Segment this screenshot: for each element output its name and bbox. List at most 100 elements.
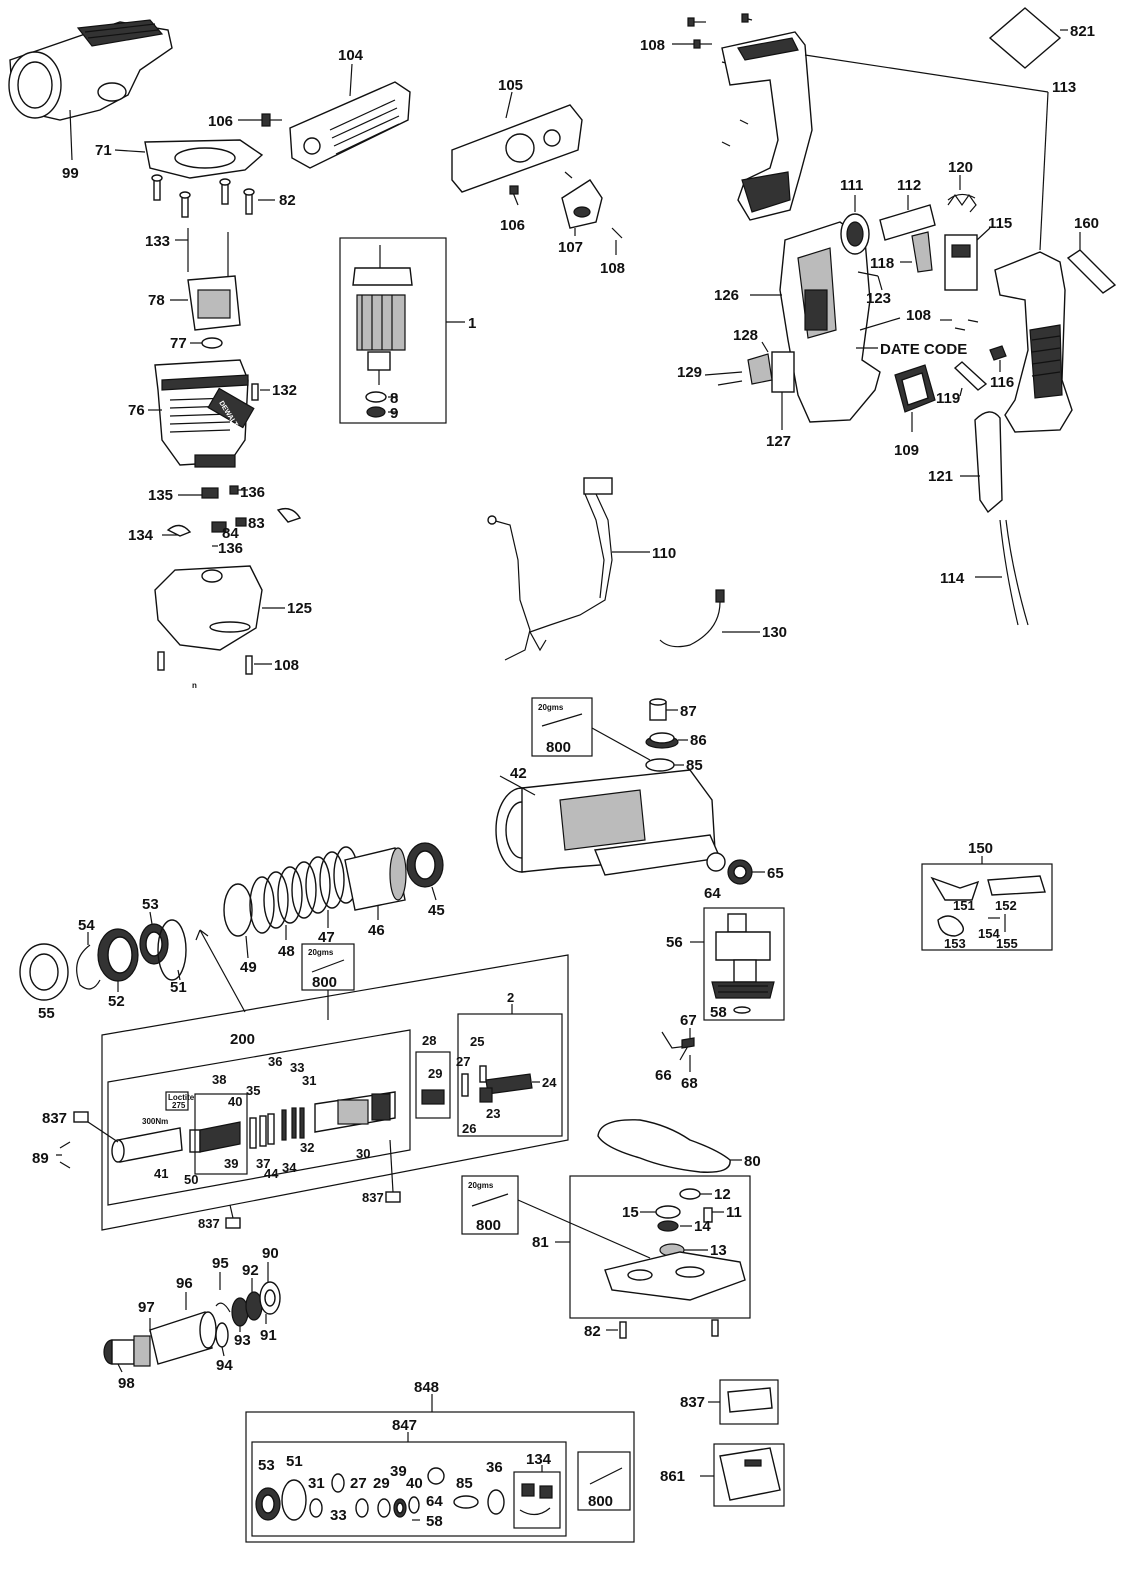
spindle-group: 55 54 53 52 51 49 bbox=[19, 842, 569, 1231]
label-115: 115 bbox=[988, 215, 1012, 232]
part-52-53-drawing bbox=[97, 911, 169, 992]
label-78: 78 bbox=[148, 292, 165, 309]
part-108a-drawing bbox=[157, 651, 272, 675]
part-handle-cover-drawing bbox=[994, 251, 1073, 433]
frame-200-inner bbox=[107, 1029, 411, 1206]
part-56-drawing bbox=[690, 907, 785, 1021]
part-119-drawing bbox=[953, 361, 988, 397]
label-154: 154 bbox=[978, 926, 1000, 941]
label-33: 33 bbox=[290, 1060, 304, 1075]
part-71-drawing bbox=[114, 139, 264, 179]
label-93: 93 bbox=[234, 1332, 251, 1349]
label-152: 152 bbox=[995, 898, 1017, 913]
part-125-drawing bbox=[154, 565, 285, 651]
label-861: 861 bbox=[660, 1468, 685, 1485]
label-94: 94 bbox=[216, 1357, 233, 1374]
loctite-label: Loctite bbox=[168, 1093, 195, 1102]
part-104-drawing bbox=[289, 63, 411, 169]
label-34: 34 bbox=[282, 1160, 297, 1175]
label-132: 132 bbox=[272, 382, 297, 399]
label-848: 848 bbox=[414, 1379, 439, 1396]
torque-label: 300Nm bbox=[142, 1117, 168, 1126]
kit-label-58: 58 bbox=[426, 1513, 443, 1530]
part-116-drawing bbox=[989, 345, 1007, 372]
label-121: 121 bbox=[928, 468, 953, 485]
label-123: 123 bbox=[866, 290, 891, 307]
label-46: 46 bbox=[368, 922, 385, 939]
label-68: 68 bbox=[681, 1075, 698, 1092]
label-128: 128 bbox=[733, 327, 758, 344]
part-89-drawing bbox=[56, 1141, 71, 1169]
label-847: 847 bbox=[392, 1417, 417, 1434]
frame-81 bbox=[569, 1175, 751, 1319]
part-123-drawing bbox=[857, 271, 883, 291]
label-151: 151 bbox=[953, 898, 975, 913]
label-118: 118 bbox=[870, 255, 894, 272]
label-30: 30 bbox=[356, 1146, 370, 1161]
date-code-label: DATE CODE bbox=[880, 341, 967, 358]
part-82a-drawing bbox=[151, 174, 275, 218]
label-160: 160 bbox=[1074, 215, 1099, 232]
part-110-drawing bbox=[487, 477, 650, 661]
part-112-drawing bbox=[879, 195, 936, 241]
label-82a: 82 bbox=[279, 192, 296, 209]
label-1: 1 bbox=[468, 315, 476, 332]
part-115-drawing bbox=[944, 227, 991, 291]
kit-847-parts-drawing bbox=[255, 1465, 561, 1529]
label-12: 12 bbox=[714, 1186, 731, 1203]
kit-label-36: 36 bbox=[486, 1459, 503, 1476]
label-45: 45 bbox=[428, 902, 445, 919]
label-87: 87 bbox=[680, 703, 697, 720]
label-50: 50 bbox=[184, 1172, 198, 1187]
part-108d-drawing bbox=[859, 317, 979, 331]
part-150-drawing bbox=[921, 856, 1053, 951]
label-9: 9 bbox=[390, 405, 398, 422]
label-58a: 58 bbox=[710, 1004, 727, 1021]
part-99-drawing bbox=[8, 19, 173, 161]
label-15: 15 bbox=[622, 1204, 639, 1221]
part-837a-drawing bbox=[73, 1111, 89, 1123]
label-90: 90 bbox=[262, 1245, 279, 1262]
label-837c: 837 bbox=[198, 1216, 220, 1231]
part-66-67-68-drawing bbox=[661, 1028, 695, 1072]
label-67: 67 bbox=[680, 1012, 697, 1029]
label-837b: 837 bbox=[362, 1190, 384, 1205]
label-96: 96 bbox=[176, 1275, 193, 1292]
label-108d: 108 bbox=[906, 307, 931, 324]
label-113: 113 bbox=[1052, 79, 1076, 96]
part-1-drawing bbox=[339, 237, 465, 424]
label-83: 83 bbox=[248, 515, 265, 532]
part-28-29-drawing bbox=[415, 1051, 451, 1119]
kit-label-39: 39 bbox=[390, 1463, 407, 1480]
intermediate-group: 80 20gms 800 12 15 11 14 81 13 bbox=[461, 1119, 761, 1340]
part-120-drawing bbox=[947, 175, 977, 213]
label-48: 48 bbox=[278, 943, 295, 960]
label-99: 99 bbox=[62, 165, 79, 182]
label-44: 44 bbox=[264, 1166, 279, 1181]
part-46-drawing bbox=[344, 847, 407, 920]
grease-800a-box bbox=[531, 697, 593, 757]
part-121-drawing bbox=[960, 411, 1003, 514]
label-80: 80 bbox=[744, 1153, 761, 1170]
label-89: 89 bbox=[32, 1150, 49, 1167]
frame-847 bbox=[251, 1441, 567, 1537]
label-153: 153 bbox=[944, 936, 966, 951]
part-80-drawing bbox=[597, 1119, 742, 1173]
part-2-drawing bbox=[457, 1004, 563, 1137]
label-116: 116 bbox=[990, 374, 1014, 391]
part-51-drawing bbox=[157, 919, 187, 981]
kit-label-85: 85 bbox=[456, 1475, 473, 1492]
part-126-drawing bbox=[750, 221, 881, 423]
part-42-drawing bbox=[495, 769, 722, 876]
kit-label-27: 27 bbox=[350, 1475, 367, 1492]
part-127-128-129-drawing bbox=[704, 341, 795, 430]
label-76: 76 bbox=[128, 402, 145, 419]
label-114: 114 bbox=[940, 570, 965, 587]
label-136a: 136 bbox=[240, 484, 265, 501]
part-861-drawing bbox=[700, 1443, 785, 1507]
grease-gms-a: 20gms bbox=[538, 703, 564, 712]
part-96-98-drawing bbox=[103, 1292, 217, 1373]
label-134a: 134 bbox=[128, 527, 154, 544]
chuck-group: 97 96 98 95 92 90 93 91 94 bbox=[103, 1245, 281, 1392]
